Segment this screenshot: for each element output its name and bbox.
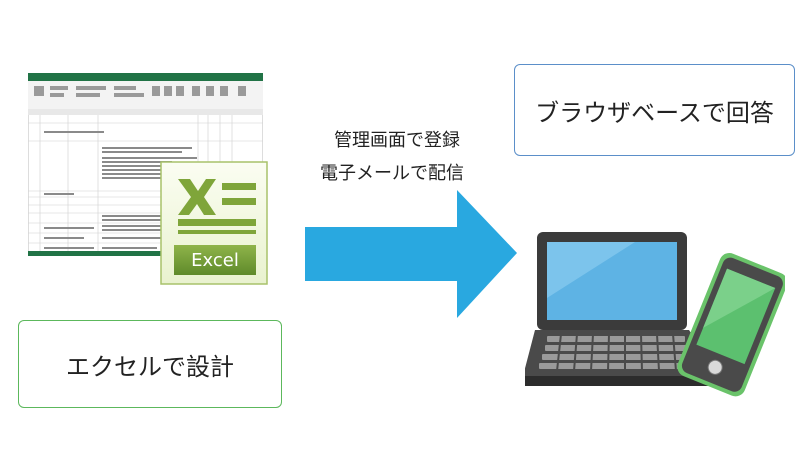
excel-label: Excel (191, 249, 239, 271)
browser-answer-box: ブラウザベースで回答 (514, 64, 795, 156)
arrow-label-email: 電子メールで配信 (320, 163, 464, 184)
flow-arrow-icon (305, 190, 517, 318)
arrow-label-register: 管理画面で登録 (334, 130, 460, 151)
excel-icon (160, 161, 268, 285)
laptop-and-phone-icon (525, 232, 785, 397)
design-in-excel-box: エクセルで設計 (18, 320, 282, 408)
design-in-excel-label: エクセルで設計 (66, 352, 234, 381)
excel-file-icon: Excel (160, 161, 268, 285)
browser-answer-label: ブラウザベースで回答 (535, 98, 774, 127)
